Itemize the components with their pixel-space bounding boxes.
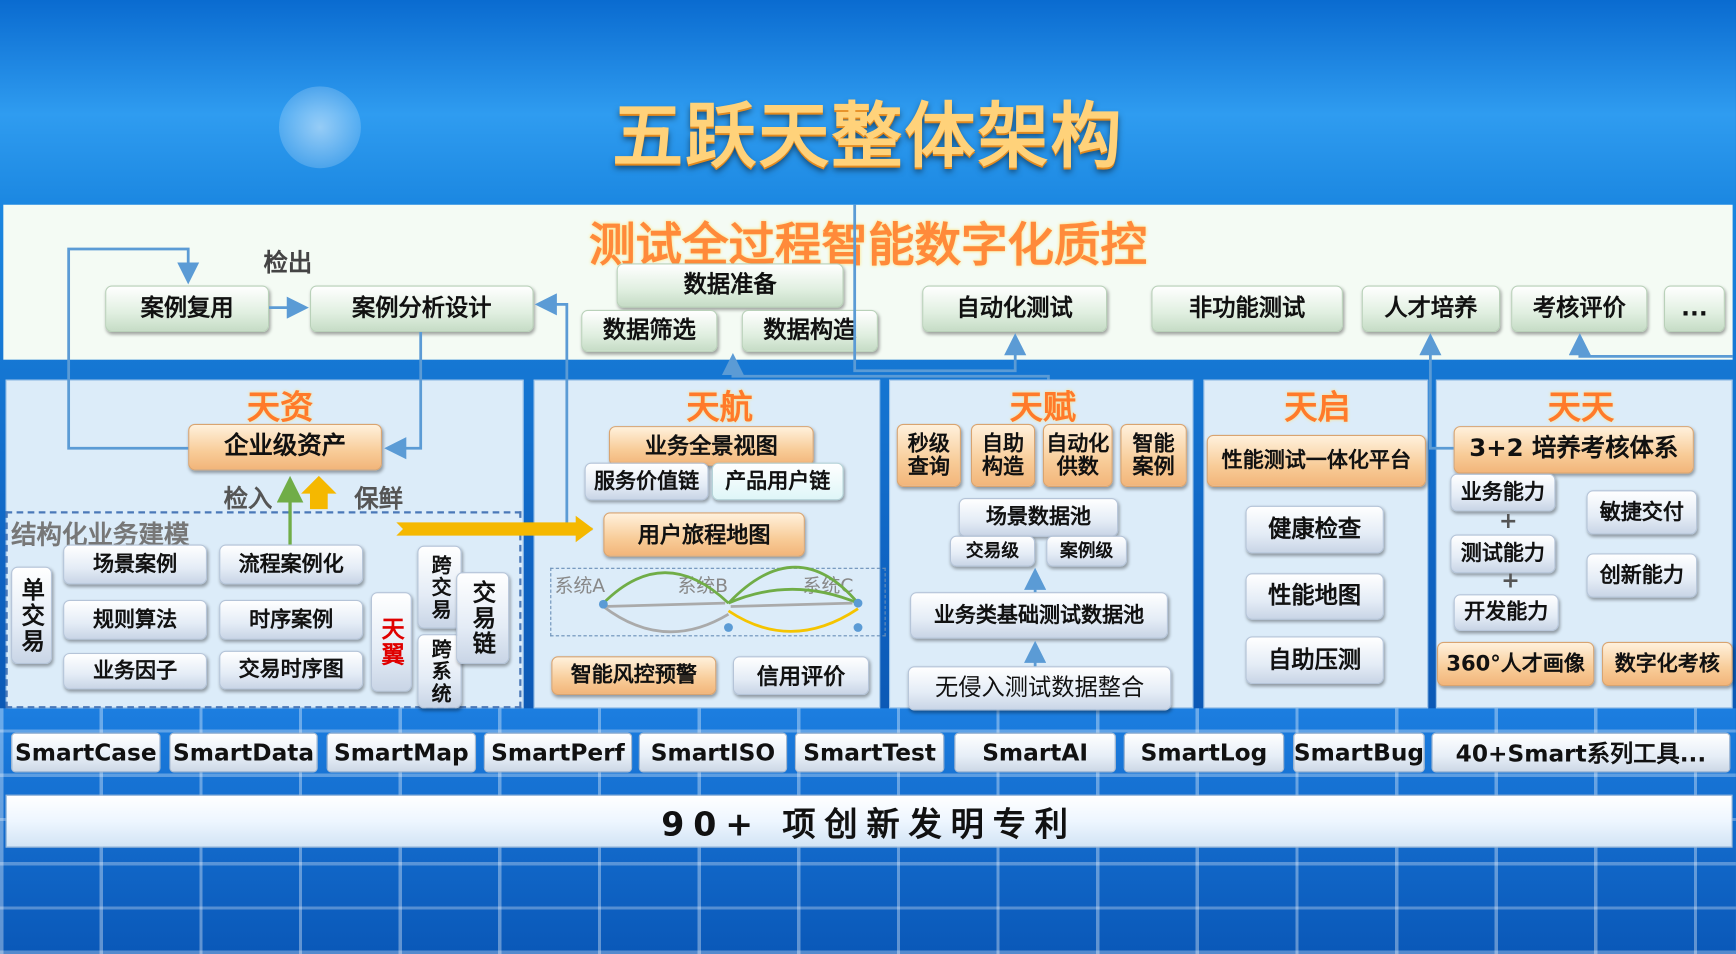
user-journey-map: 用户旅程地图	[603, 512, 805, 557]
step-talent: 人才培养	[1361, 285, 1501, 333]
step-case-reuse: 案例复用	[105, 285, 270, 333]
process-subtitle: 测试全过程智能数字化质控	[588, 218, 1147, 273]
step-data-prep: 数据准备	[616, 263, 844, 308]
tool-smartcase: SmartCase	[11, 732, 161, 773]
case-level: 案例级	[1046, 535, 1128, 567]
step-nonfunctional: 非功能测试	[1151, 285, 1343, 333]
system-c-label: 系统C	[802, 575, 854, 598]
tool-smartbug: SmartBug	[1293, 732, 1425, 773]
step-automation: 自动化测试	[922, 285, 1108, 333]
slide-title: 五跃天整体架构	[612, 96, 1124, 179]
label-fresh: 保鲜	[354, 485, 404, 514]
step-data-build: 数据构造	[741, 309, 878, 352]
cross-transaction: 跨交易	[417, 545, 462, 629]
plus-sign: +	[1501, 566, 1520, 594]
panel-title-tianhang: 天航	[686, 388, 753, 428]
business-ability: 业务能力	[1450, 473, 1556, 512]
product-user-chain: 产品用户链	[711, 462, 844, 501]
perf-test-platform: 性能测试一体化平台	[1206, 434, 1426, 487]
step-data-filter: 数据筛选	[581, 309, 718, 352]
innovation-ability: 创新能力	[1586, 553, 1698, 598]
health-check: 健康检查	[1245, 505, 1384, 554]
digital-assessment: 数字化考核	[1601, 641, 1733, 687]
sequence-case: 时序案例	[219, 599, 364, 640]
panel-title-tianfu: 天赋	[1009, 388, 1077, 428]
base-test-data-pool: 业务类基础测试数据池	[910, 592, 1168, 639]
system-a-label: 系统A	[554, 575, 606, 598]
system-b-label: 系统B	[677, 575, 729, 598]
tool-smartai: SmartAI	[954, 732, 1116, 773]
performance-map: 性能地图	[1245, 573, 1384, 620]
talent-portrait: 360°人才画像	[1437, 641, 1595, 687]
risk-warning: 智能风控预警	[551, 656, 717, 696]
tool-smart-series: 40+Smart系列工具...	[1431, 732, 1731, 773]
auto-supply: 自动化供数	[1042, 423, 1113, 487]
self-service-load-test: 自助压测	[1245, 636, 1384, 684]
tianyi-label: 天翼	[370, 592, 412, 692]
step-assess: 考核评价	[1511, 285, 1648, 333]
panel-title-tiantian: 天天	[1547, 388, 1615, 428]
second-query: 秒级查询	[896, 423, 961, 487]
business-panorama: 业务全景视图	[608, 426, 814, 466]
label-check-in: 检入	[223, 485, 273, 514]
patent-banner: 90+ 项创新发明专利	[5, 794, 1733, 848]
light-glow	[278, 86, 361, 169]
cross-system: 跨系统	[417, 634, 462, 709]
tool-smarttest: SmartTest	[794, 732, 945, 773]
step-more: ...	[1663, 285, 1725, 333]
tool-smartmap: SmartMap	[326, 732, 477, 773]
panel-title-tianzi: 天资	[246, 388, 314, 428]
tool-smartiso: SmartISO	[638, 732, 788, 773]
transaction-chain: 交易链	[456, 572, 510, 665]
label-jianchu: 检出	[263, 250, 313, 278]
scene-case: 场景案例	[63, 544, 208, 585]
credit-evaluation: 信用评价	[732, 656, 870, 696]
tool-smartlog: SmartLog	[1123, 732, 1285, 773]
scene-data-pool: 场景数据池	[958, 498, 1119, 537]
enterprise-asset: 企业级资产	[188, 423, 382, 471]
step-case-design: 案例分析设计	[309, 285, 534, 333]
modeling-dashed-area	[5, 511, 522, 709]
panel-title-tianqi: 天启	[1284, 388, 1351, 428]
training-assessment-system: 3+2 培养考核体系	[1453, 426, 1694, 474]
self-build: 自助构造	[970, 423, 1036, 487]
agile-delivery: 敏捷交付	[1586, 490, 1698, 535]
dev-ability: 开发能力	[1453, 594, 1559, 631]
plus-sign: +	[1499, 506, 1518, 534]
flow-case: 流程案例化	[219, 544, 364, 585]
rule-algorithm: 规则算法	[63, 599, 208, 640]
transaction-level: 交易级	[949, 535, 1036, 567]
test-ability: 测试能力	[1450, 534, 1556, 574]
line-tianfu-to-data	[721, 353, 1050, 380]
smart-case: 智能案例	[1120, 423, 1187, 487]
tool-smartdata: SmartData	[169, 732, 318, 773]
business-factor: 业务因子	[63, 652, 208, 690]
transaction-sequence-map: 交易时序图	[219, 650, 364, 690]
non-intrusive-data-integration: 无侵入测试数据整合	[907, 666, 1172, 711]
service-value-chain: 服务价值链	[584, 462, 709, 501]
single-transaction: 单交易	[11, 566, 53, 665]
system-flow-diagram	[550, 567, 886, 637]
tool-smartperf: SmartPerf	[483, 732, 633, 773]
